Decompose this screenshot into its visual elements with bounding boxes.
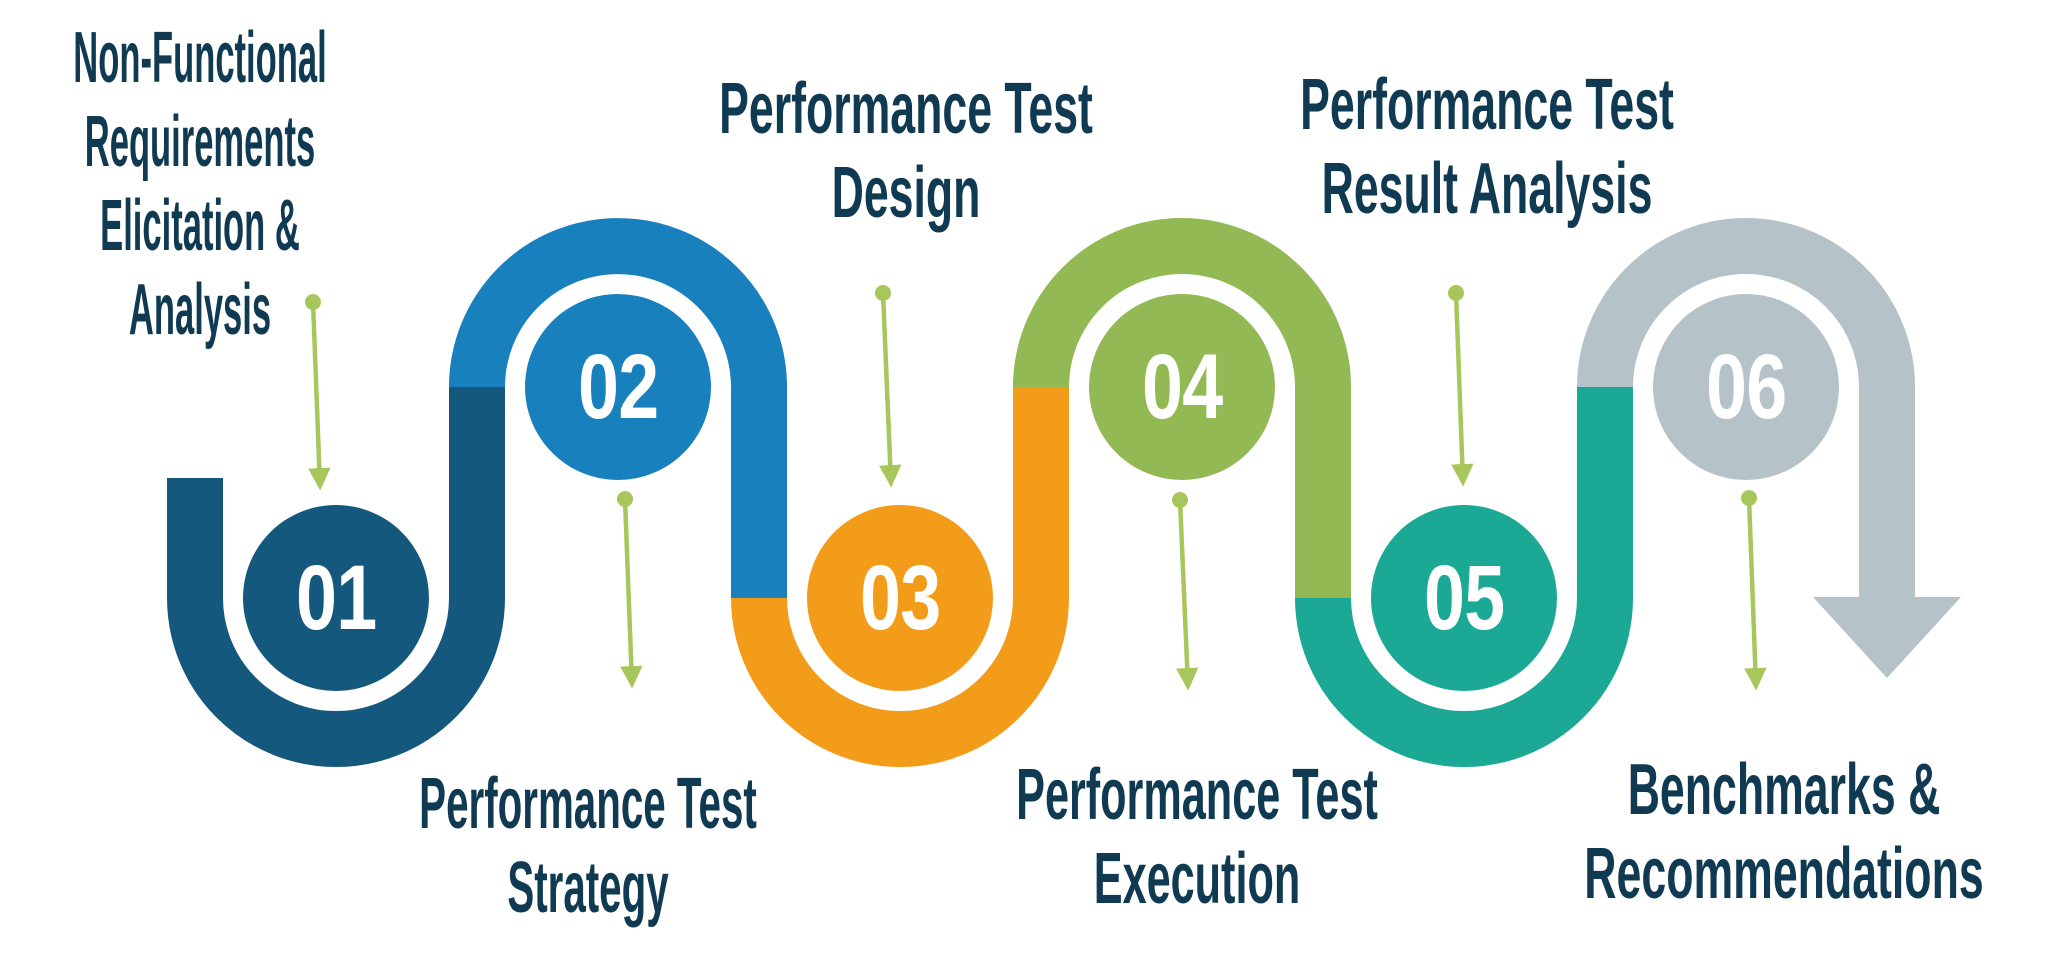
pointer-line [308,301,331,491]
pointer-line [879,292,902,488]
pointer-line [620,498,643,689]
pointer-arrow-step-3 [875,285,902,488]
pointer-line [1451,292,1474,487]
pointer-arrow-step-1 [305,294,331,491]
step-5-circle [1371,505,1557,691]
step-6-circle [1653,294,1839,480]
pointer-arrow-step-5 [1448,285,1474,487]
step-6-track [1577,218,1915,600]
pointer-arrow-step-6 [1741,490,1767,691]
pointer-arrow-step-4 [1172,492,1199,691]
step-2-track [449,218,787,598]
step-2-circle [525,294,711,480]
step-4-circle [1089,294,1275,480]
step-3-circle [807,505,993,691]
pointer-line [1175,499,1199,691]
step-3-track [731,387,1069,767]
pointer-arrow-step-2 [617,491,643,689]
pointer-line [1744,497,1767,691]
step-1-track [167,387,505,767]
step-4-track [1013,218,1351,598]
flow-end-down-arrow-icon [1813,597,1961,678]
step-5-track [1295,387,1633,767]
step-1-circle [243,505,429,691]
